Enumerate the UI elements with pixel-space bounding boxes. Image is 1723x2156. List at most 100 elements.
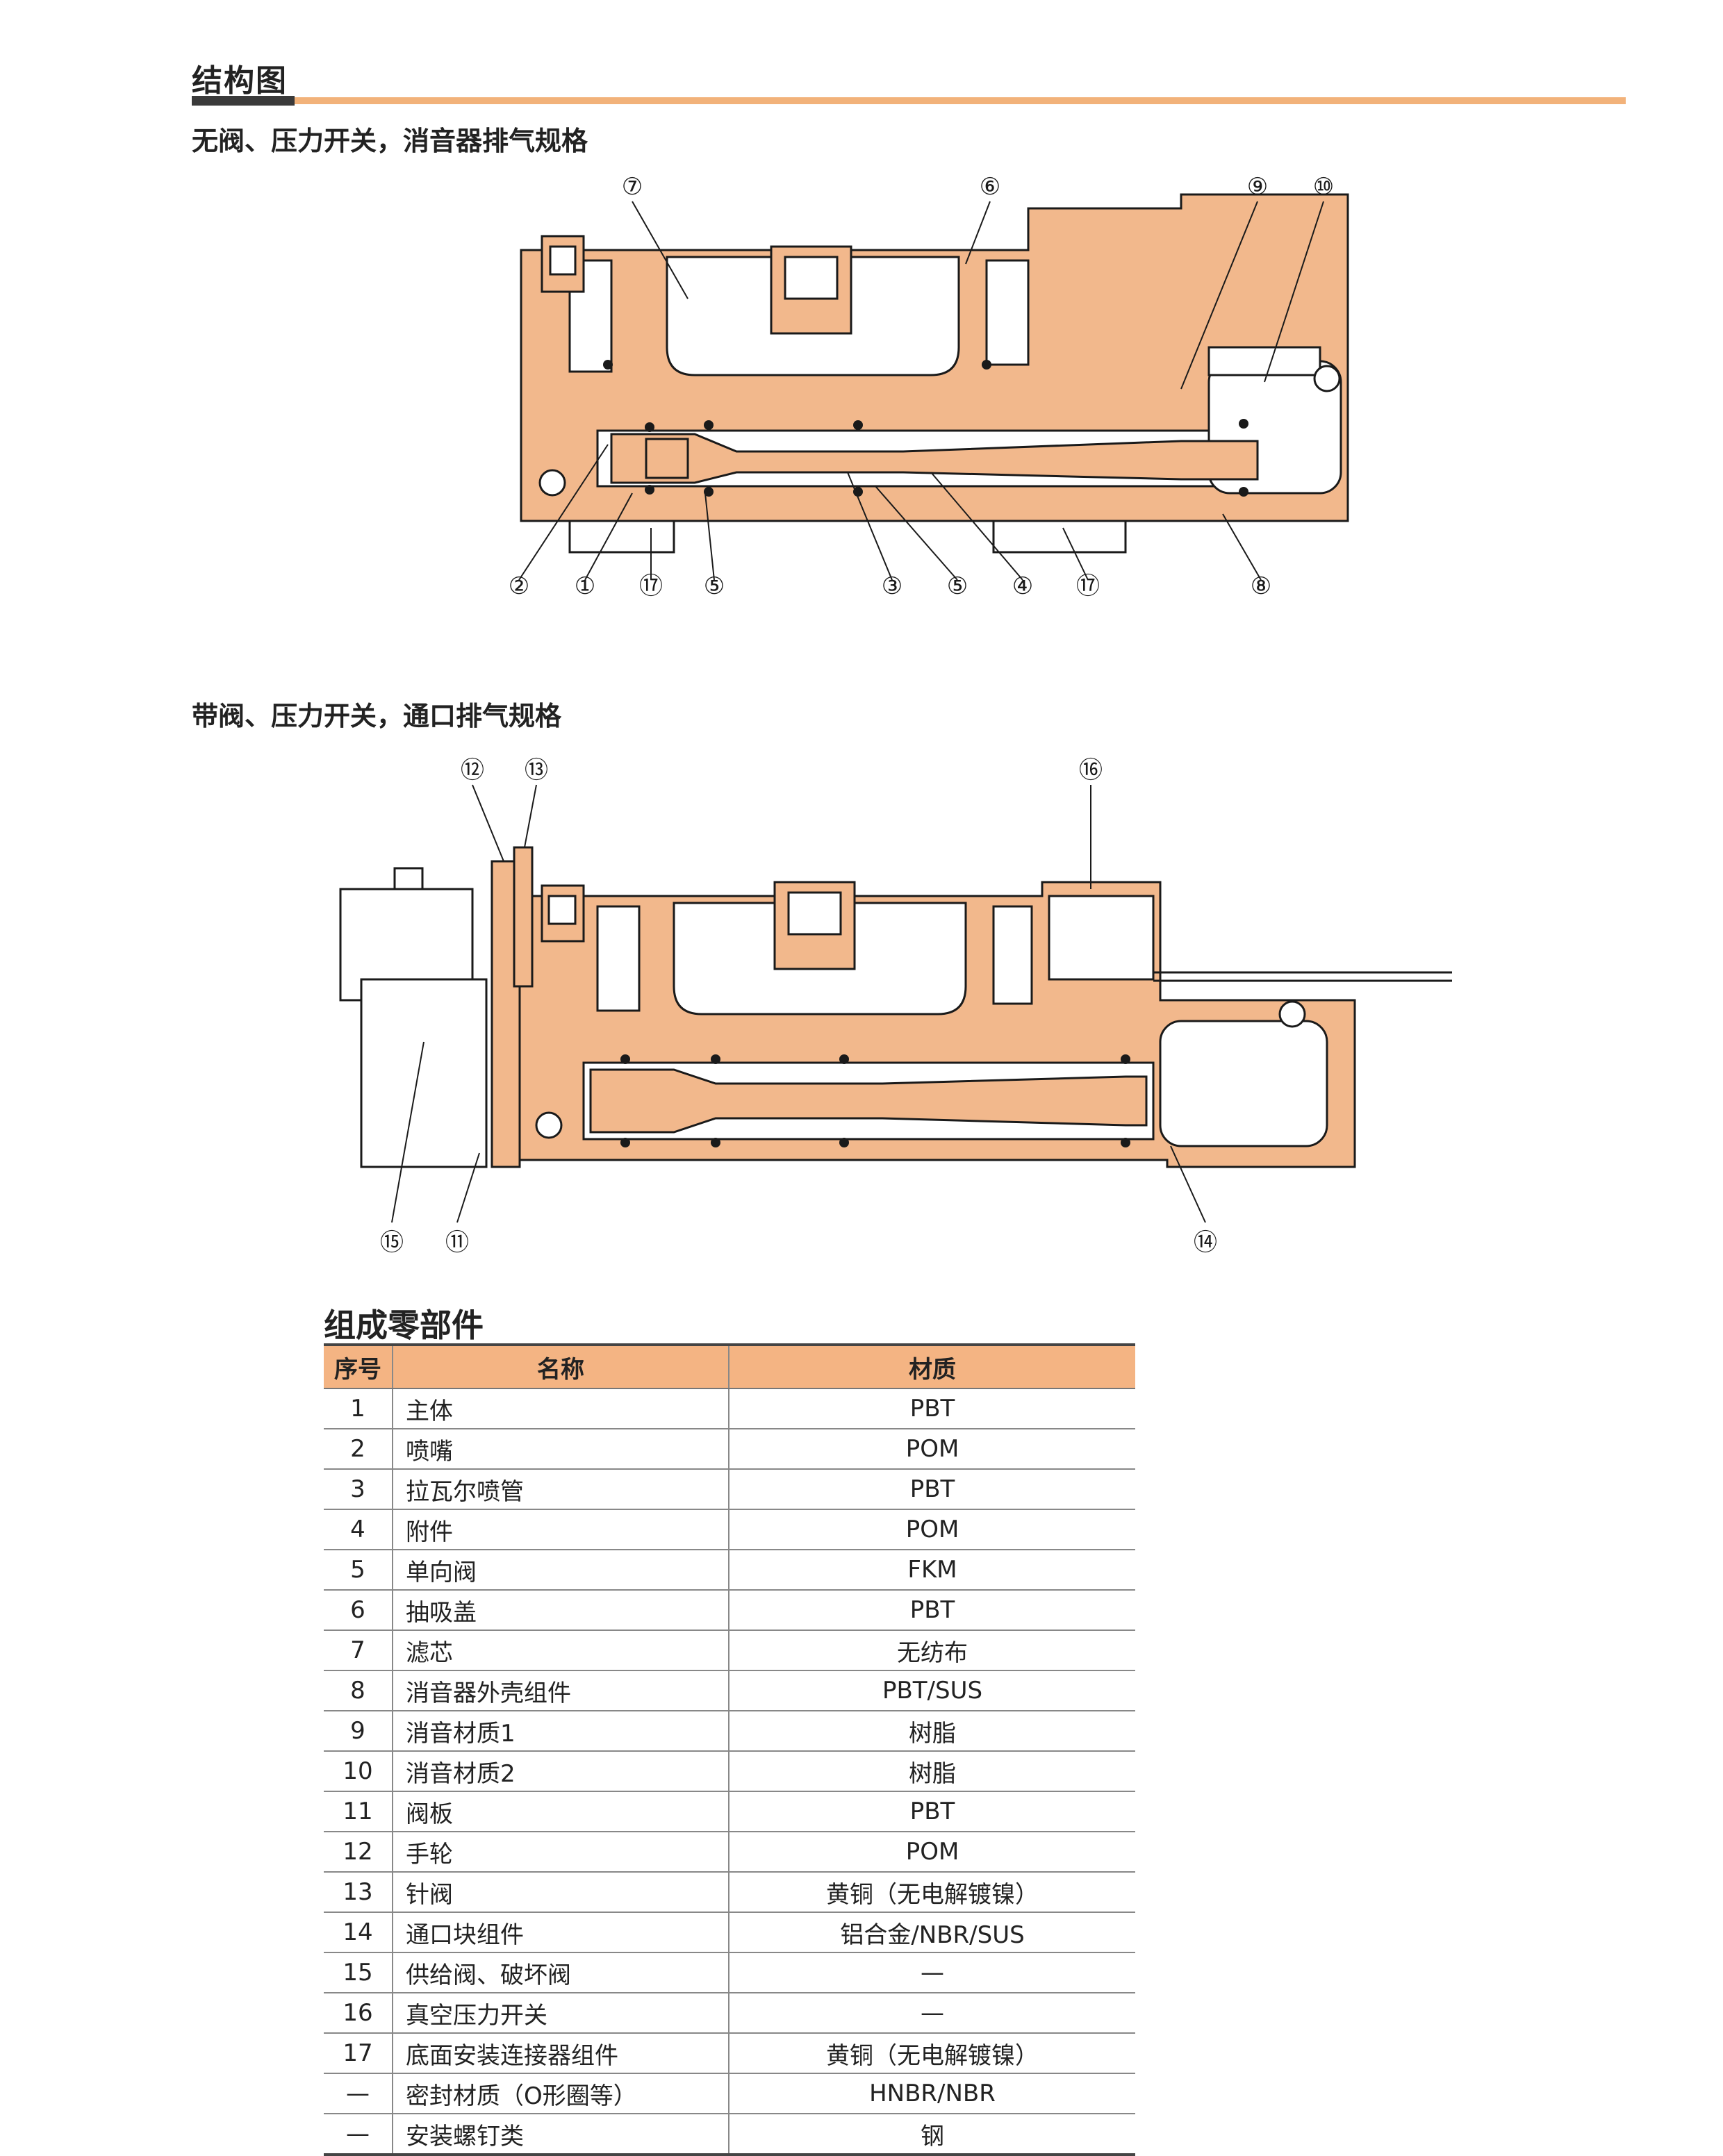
cell-material: — <box>729 1952 1135 1993</box>
cell-no: 4 <box>324 1509 393 1550</box>
cell-name: 密封材质（O形圈等） <box>393 2073 729 2114</box>
callout-8: ⑧ <box>1251 572 1271 600</box>
cell-no: 8 <box>324 1670 393 1711</box>
cell-name: 抽吸盖 <box>393 1590 729 1631</box>
cell-no: 15 <box>324 1952 393 1993</box>
cell-name: 底面安装连接器组件 <box>393 2033 729 2074</box>
callout-11: ⑪ <box>445 1229 469 1257</box>
cell-no: 17 <box>324 2033 393 2074</box>
cross-section-diagram-top: ⑦ ⑥ ⑨ ⑩ ② ① ⑰ ⑤ ③ ⑤ ④ ⑰ ⑧ <box>509 173 1349 600</box>
cell-no: — <box>324 2073 393 2114</box>
cell-material: POM <box>729 1832 1135 1873</box>
cell-name: 喷嘴 <box>393 1429 729 1470</box>
callout-2: ② <box>509 572 529 600</box>
laval-nozzle <box>610 433 1259 484</box>
cell-name: 针阀 <box>393 1872 729 1913</box>
right-cavity <box>985 259 1030 366</box>
callout-16: ⑯ <box>1079 756 1103 784</box>
callout-10: ⑩ <box>1313 173 1334 201</box>
cell-name: 主体 <box>393 1388 729 1429</box>
cell-name: 单向阀 <box>393 1550 729 1591</box>
cell-no: 1 <box>324 1388 393 1429</box>
cell-no: 7 <box>324 1630 393 1671</box>
cell-no: 6 <box>324 1590 393 1631</box>
cell-no: 11 <box>324 1791 393 1832</box>
laval-nozzle-bottom <box>589 1068 1148 1134</box>
cell-material: PBT <box>729 1388 1135 1429</box>
cell-material: 无纺布 <box>729 1630 1135 1671</box>
mount-block-right <box>992 520 1127 554</box>
cell-name: 真空压力开关 <box>393 1993 729 2034</box>
callout-12: ⑫ <box>461 756 484 784</box>
cell-material: PBT <box>729 1469 1135 1510</box>
cell-no: — <box>324 2114 393 2156</box>
cell-name: 拉瓦尔喷管 <box>393 1469 729 1510</box>
table-row: —密封材质（O形圈等）HNBR/NBR <box>324 2073 1135 2114</box>
callout-4: ④ <box>1012 572 1033 600</box>
callout-7: ⑦ <box>622 173 643 201</box>
callout-13: ⑬ <box>525 756 548 784</box>
callout-17a: ⑰ <box>639 572 663 600</box>
callout-15: ⑮ <box>380 1229 404 1257</box>
cell-name: 通口块组件 <box>393 1912 729 1953</box>
cell-material: FKM <box>729 1550 1135 1591</box>
nozzle <box>645 438 689 479</box>
header-name: 名称 <box>393 1343 729 1389</box>
cell-no: 3 <box>324 1469 393 1510</box>
cell-material: PBT <box>729 1791 1135 1832</box>
cell-material: 黄铜（无电解镀镍） <box>729 1872 1135 1913</box>
title-underline-orange <box>295 97 1626 104</box>
callout-6: ⑥ <box>980 173 1000 201</box>
callout-14: ⑭ <box>1194 1229 1217 1257</box>
parts-table-title: 组成零部件 <box>324 1307 484 1344</box>
cross-section-diagram-bottom: ⑫ ⑬ ⑯ ⑮ ⑪ ⑭ <box>339 756 1452 1257</box>
cell-material: 黄铜（无电解镀镍） <box>729 2033 1135 2074</box>
callout-1: ① <box>575 572 595 600</box>
left-cavity <box>568 259 613 373</box>
mount-block-left <box>568 520 675 554</box>
callout-5b: ⑤ <box>947 572 968 600</box>
cell-material: POM <box>729 1509 1135 1550</box>
table-row: —安装螺钉类钢 <box>324 2114 1135 2156</box>
cell-name: 消音器外壳组件 <box>393 1670 729 1711</box>
cell-material: 树脂 <box>729 1711 1135 1752</box>
pressure-switch-body <box>1048 895 1155 981</box>
diagram-top-caption: 无阀、压力开关，消音器排气规格 <box>192 126 588 156</box>
fitting-port <box>549 245 577 276</box>
callout-9: ⑨ <box>1247 173 1268 201</box>
header-no: 序号 <box>324 1343 393 1389</box>
header-material: 材质 <box>729 1343 1135 1389</box>
table-header-row: 序号 名称 材质 <box>324 1343 1135 1389</box>
callout-3: ③ <box>882 572 902 600</box>
cell-material: POM <box>729 1429 1135 1470</box>
callout-17b: ⑰ <box>1076 572 1100 600</box>
cell-name: 消音材质2 <box>393 1751 729 1792</box>
section-title: 结构图 <box>192 63 288 99</box>
cell-no: 14 <box>324 1912 393 1953</box>
cell-name: 附件 <box>393 1509 729 1550</box>
cell-name: 安装螺钉类 <box>393 2114 729 2156</box>
cell-no: 9 <box>324 1711 393 1752</box>
cell-no: 5 <box>324 1550 393 1591</box>
title-underline-dark <box>192 96 295 106</box>
cell-no: 13 <box>324 1872 393 1913</box>
port-block-opening <box>1159 1020 1328 1147</box>
cell-material: 钢 <box>729 2114 1135 2156</box>
cell-name: 阀板 <box>393 1791 729 1832</box>
cell-name: 滤芯 <box>393 1630 729 1671</box>
cell-name: 供给阀、破坏阀 <box>393 1952 729 1993</box>
silencer-top-slot <box>1207 346 1321 376</box>
callout-5a: ⑤ <box>704 572 725 600</box>
